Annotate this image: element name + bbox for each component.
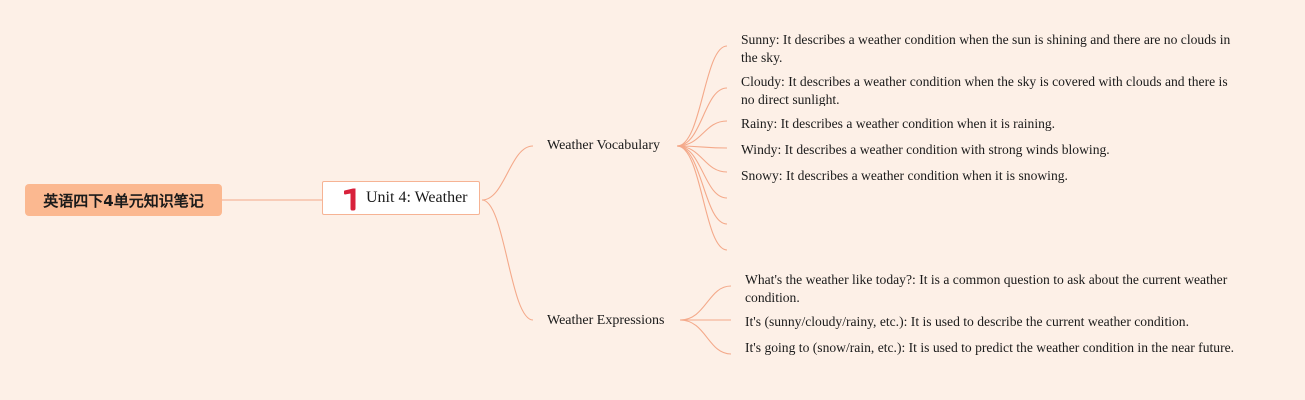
root-topic[interactable]: 英语四下4单元知识笔记 xyxy=(25,184,222,216)
connector-vocab-empty-1 xyxy=(676,145,728,199)
connector-vocab-empty-3 xyxy=(676,145,728,251)
unit-topic[interactable]: Unit 4: Weather xyxy=(322,181,480,215)
leaf-predict-weather[interactable]: It's going to (snow/rain, etc.): It is u… xyxy=(745,340,1235,355)
leaf-cloudy[interactable]: Cloudy: It describes a weather condition… xyxy=(741,74,1228,106)
number-one-marker-icon xyxy=(340,184,364,212)
leaf-weather-question[interactable]: What's the weather like today?: It is a … xyxy=(745,272,1228,305)
connector-expr-predict xyxy=(679,319,732,355)
connector-unit-expressions xyxy=(481,199,534,321)
connector-vocab-sunny xyxy=(676,45,728,147)
leaf-empty-2[interactable] xyxy=(741,216,1241,234)
branch-weather-vocabulary[interactable]: Weather Vocabulary xyxy=(547,138,661,153)
leaf-describe-weather[interactable]: It's (sunny/cloudy/rainy, etc.): It is u… xyxy=(745,314,1189,329)
leaf-empty-1[interactable] xyxy=(741,190,1241,208)
connector-vocab-rainy xyxy=(676,120,728,147)
leaf-sunny[interactable]: Sunny: It describes a weather condition … xyxy=(741,32,1231,65)
leaf-rainy[interactable]: Rainy: It describes a weather condition … xyxy=(741,116,1056,131)
root-topic-label: 英语四下4单元知识笔记 xyxy=(43,191,204,210)
unit-topic-label: Unit 4: Weather xyxy=(366,189,468,206)
connector-expr-question xyxy=(679,285,732,321)
connector-unit-vocabulary xyxy=(481,145,534,201)
leaf-snowy[interactable]: Snowy: It describes a weather condition … xyxy=(741,168,1068,183)
leaf-windy[interactable]: Windy: It describes a weather condition … xyxy=(741,142,1110,157)
leaf-empty-3[interactable] xyxy=(741,242,1241,260)
branch-weather-expressions[interactable]: Weather Expressions xyxy=(547,313,665,328)
connector-vocab-cloudy xyxy=(676,87,728,147)
